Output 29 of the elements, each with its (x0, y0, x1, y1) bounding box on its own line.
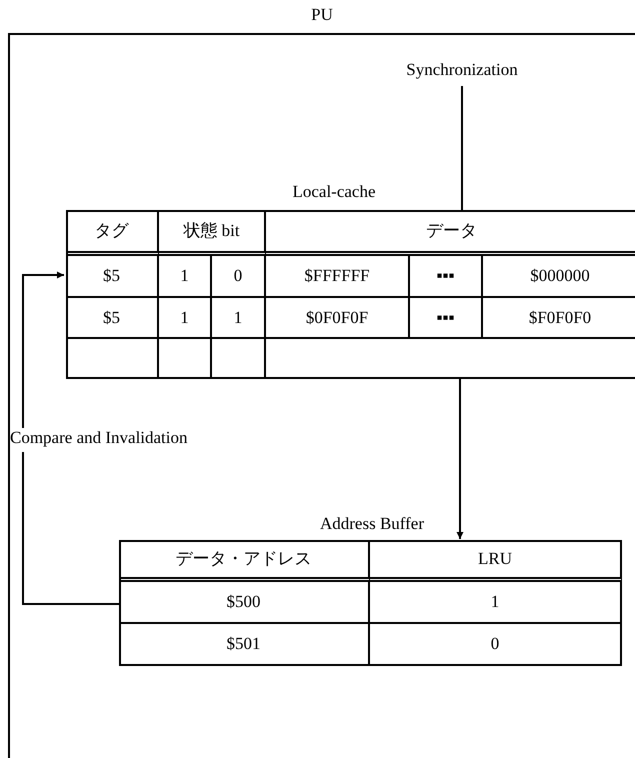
arrow (22, 272, 119, 605)
table-cell: ▪▪▪ (410, 298, 483, 339)
table-cell: 0 (212, 256, 266, 298)
table-cell: 1 (159, 256, 212, 298)
edge-label: Compare and Invalidation (10, 428, 188, 452)
table-cell: 0 (370, 624, 622, 666)
arrow (456, 379, 464, 539)
header-cell: データ (266, 210, 635, 256)
text-label: Synchronization (397, 60, 527, 84)
table-cell: 1 (212, 298, 266, 339)
table-caption: Local-cache (291, 182, 377, 203)
table-cell: $000000 (483, 256, 635, 298)
table-cell: $501 (119, 624, 370, 666)
table-cell: 1 (370, 582, 622, 624)
table-caption: Address Buffer (318, 514, 426, 535)
table-cell: $0F0F0F (266, 298, 410, 339)
header-cell: タグ (66, 210, 159, 256)
header-cell: 状態 bit (159, 210, 266, 256)
table-cell: $5 (66, 256, 159, 298)
table-cell: 1 (159, 298, 212, 339)
table-cell: $500 (119, 582, 370, 624)
frame-title: PU (310, 5, 334, 26)
table-cell: $FFFFFF (266, 256, 410, 298)
header-cell: データ・アドレス (119, 540, 370, 582)
table-cell: $F0F0F0 (483, 298, 635, 339)
table-cell: ▪▪▪ (410, 256, 483, 298)
header-cell: LRU (370, 540, 622, 582)
table-cell: $5 (66, 298, 159, 339)
connector-line (461, 86, 463, 210)
